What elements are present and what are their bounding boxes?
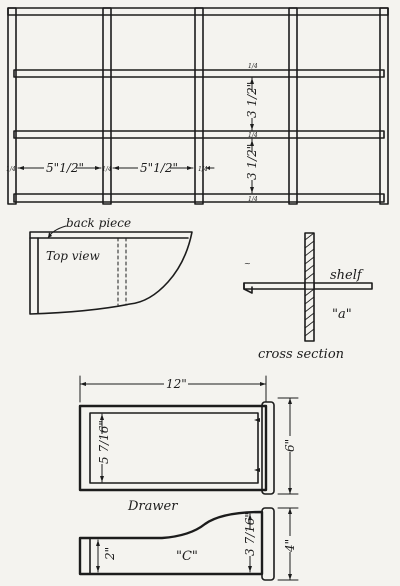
side-piece-front bbox=[261, 507, 275, 581]
shelf-label: shelf bbox=[330, 268, 364, 283]
top-rail bbox=[7, 7, 389, 16]
cross-section-title: cross section bbox=[258, 347, 344, 362]
top-view: back piece Top view bbox=[29, 216, 193, 315]
upright-4 bbox=[288, 7, 298, 205]
height-label-1: 3 1/2" bbox=[245, 82, 259, 118]
shelf-2 bbox=[13, 130, 385, 139]
height-label-2: 3 1/2" bbox=[245, 144, 259, 180]
inner-dim-label: 3 7/16" bbox=[243, 512, 257, 556]
upright-2 bbox=[102, 7, 112, 205]
thickness-v1: 1/4 bbox=[6, 166, 16, 173]
outer-dim-label: 4" bbox=[283, 539, 297, 553]
frame-dimensions: 5"1/2" 5"1/2" 1/4 1/4 1/4 3 1/2" 3 1/2" … bbox=[6, 63, 259, 203]
width-label-1: 5"1/2" bbox=[46, 161, 84, 175]
shelf-lip bbox=[243, 282, 253, 294]
drawer-inner bbox=[89, 412, 259, 484]
marker-c: "C" bbox=[176, 549, 198, 564]
left-upright bbox=[7, 7, 17, 205]
arrowhead bbox=[18, 166, 24, 170]
outer-height-label: 6" bbox=[283, 439, 297, 452]
arrowhead bbox=[95, 166, 101, 170]
length-label: 12" bbox=[166, 377, 187, 391]
thickness-v3: 1/4 bbox=[198, 166, 208, 173]
thickness-h2: 1/4 bbox=[248, 132, 258, 139]
inner-height-label: 5 7/16" bbox=[97, 420, 111, 464]
side-piece-outline bbox=[78, 510, 264, 576]
top-view-title: Top view bbox=[46, 249, 101, 263]
side-piece: 2" "C" 3 7/16" 4" bbox=[78, 507, 299, 581]
shelf-1 bbox=[13, 69, 385, 78]
drawer-outline bbox=[78, 404, 268, 492]
upright-3 bbox=[194, 7, 204, 205]
cross-section: shelf "a" cross section ~ bbox=[243, 232, 373, 362]
marker-a: "a" bbox=[332, 307, 352, 322]
thickness-h3: 1/4 bbox=[248, 196, 258, 203]
top-view-outline bbox=[29, 231, 193, 315]
right-upright bbox=[379, 7, 389, 205]
drawer: 12" 5 7/16" 6" Drawer bbox=[78, 375, 299, 514]
back-piece-label: back piece bbox=[66, 216, 131, 230]
shelf-frame bbox=[7, 7, 389, 205]
hatching bbox=[304, 232, 315, 337]
thickness-h1: 1/4 bbox=[248, 63, 258, 70]
width-2in-label: 2" bbox=[103, 547, 117, 561]
thickness-v2: 1/4 bbox=[102, 166, 112, 173]
small-mark: ~ bbox=[244, 259, 251, 268]
bottom-shelf bbox=[13, 193, 385, 203]
drawer-front bbox=[261, 401, 275, 495]
drawer-title: Drawer bbox=[127, 499, 178, 514]
width-label-2: 5"1/2" bbox=[140, 161, 178, 175]
